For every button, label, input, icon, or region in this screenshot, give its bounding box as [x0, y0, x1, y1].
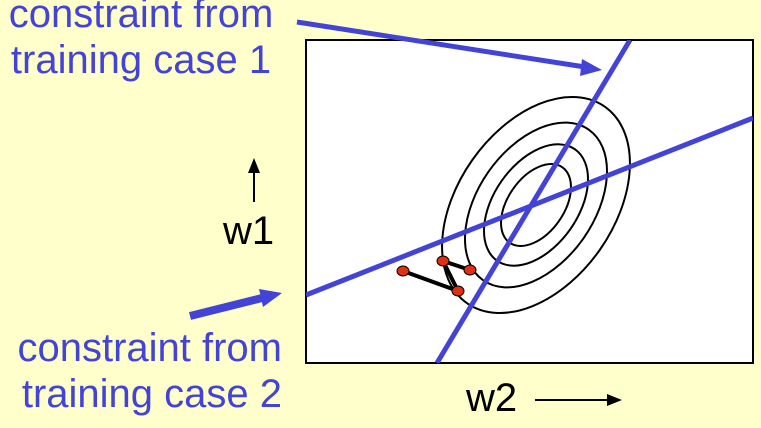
constraint-line-case-1 [434, 40, 633, 363]
arrow-pointer-icon [296, 19, 602, 76]
learning-path [396, 255, 477, 297]
error-contour [463, 121, 609, 289]
constraint-label-line: training case 2 [21, 372, 282, 416]
constraint-line-case-2 [306, 115, 753, 298]
w2-axis-label: w2 [466, 376, 518, 420]
constraint-label-line: constraint from [17, 326, 282, 370]
arrow-right-icon [535, 394, 622, 406]
constraint-label-case-1: constraint from training case 1 [0, 0, 282, 83]
plot-frame [305, 39, 754, 364]
learning-path-segments [402, 259, 471, 293]
learning-path-point [463, 264, 477, 276]
learning-path-point [451, 285, 465, 297]
arrow-up-icon [248, 158, 260, 202]
w1-axis-label: w1 [223, 209, 275, 253]
plot-area [306, 40, 753, 363]
learning-path-point [436, 255, 450, 267]
learning-path-point [396, 265, 410, 277]
constraint-label-case-2: constraint from training case 2 [0, 325, 282, 417]
error-contour-outer [441, 95, 631, 315]
constraint-label-line: constraint from [8, 0, 274, 36]
arrow-pointer-icon [189, 289, 282, 320]
constraint-label-line: training case 1 [10, 38, 272, 82]
